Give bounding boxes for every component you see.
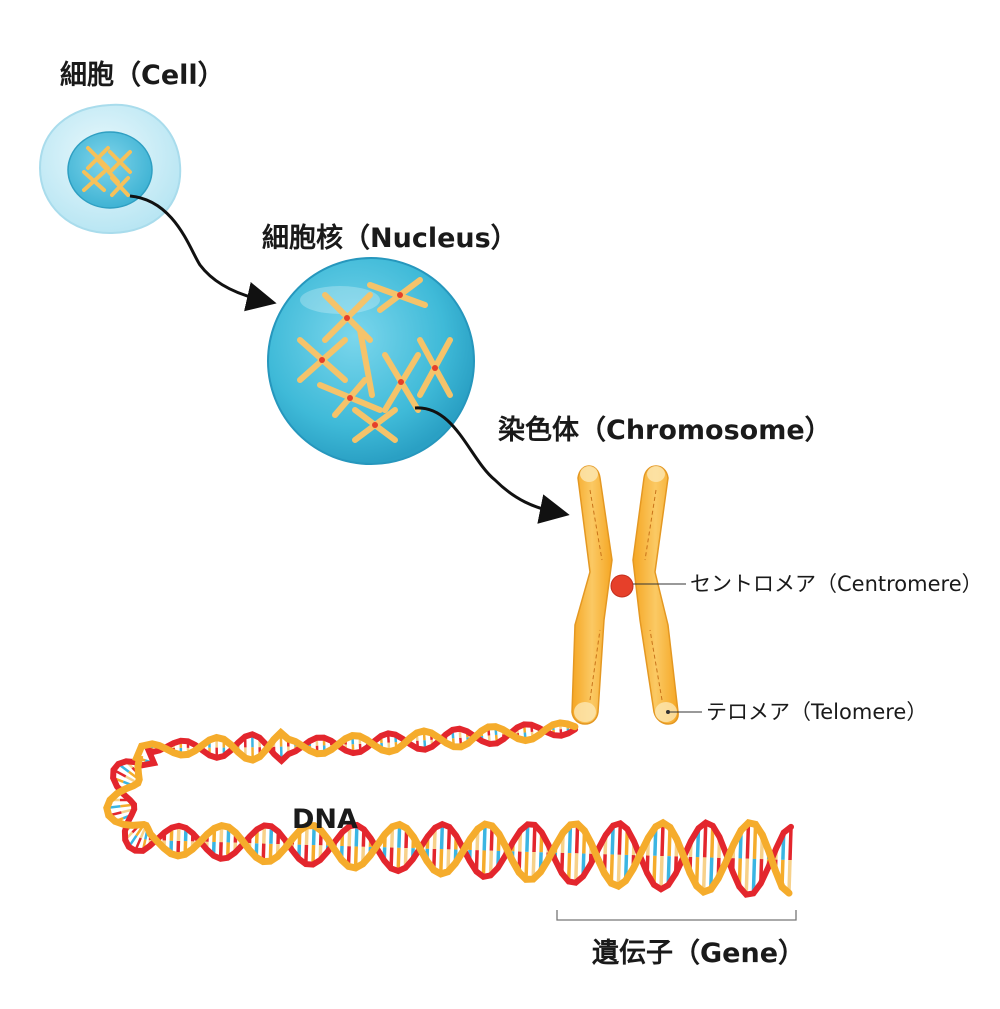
telomere-label: テロメア（Telomere） xyxy=(706,700,928,724)
base-pair-half xyxy=(481,850,486,877)
base-pair-half xyxy=(573,853,579,883)
base-pair-half xyxy=(439,849,444,875)
dna-strand-orange xyxy=(103,719,793,897)
centromere-label: セントロメア（Centromere） xyxy=(690,572,983,596)
chromosome-label: 染色体（Chromosome） xyxy=(498,415,832,446)
base-pair-half xyxy=(525,824,530,852)
base-pair-half xyxy=(616,854,622,887)
telomere-bottom-left xyxy=(574,702,596,722)
base-pair-half xyxy=(751,858,757,894)
cell-chromosomes xyxy=(82,146,132,197)
base-pair-half xyxy=(574,823,580,854)
arrow-cell-to-nucleus xyxy=(129,194,277,312)
base-pair-half xyxy=(701,857,707,893)
gene-bracket xyxy=(556,910,797,921)
base-pair-half xyxy=(396,847,401,872)
telomere-top-left xyxy=(580,466,598,482)
chromosome-right-arm xyxy=(632,465,679,725)
cell-label: 細胞（Cell） xyxy=(60,60,225,91)
arrow-nucleus-to-chromosome xyxy=(414,406,570,524)
base-pair-half xyxy=(744,858,750,895)
base-pair-half xyxy=(788,826,793,861)
base-pair-half xyxy=(745,822,751,859)
base-pair-half xyxy=(702,822,708,858)
nucleus-label: 細胞核（Nucleus） xyxy=(262,223,518,254)
base-pair-half xyxy=(566,853,572,882)
base-pair-half xyxy=(787,859,792,894)
base-pair-half xyxy=(660,822,665,857)
telomere-top-right xyxy=(647,466,665,482)
base-pair-half xyxy=(439,824,445,850)
gene-label: 遺伝子（Gene） xyxy=(592,938,806,969)
base-pair-half xyxy=(617,823,623,855)
base-pair-half xyxy=(482,824,487,851)
chromosome-illustration xyxy=(571,465,702,725)
base-pair-half xyxy=(659,855,664,890)
base-pair-half xyxy=(532,824,537,853)
cell-illustration xyxy=(38,103,182,235)
dna-label: DNA xyxy=(292,804,358,835)
dna-helix xyxy=(103,719,794,898)
base-pair-half xyxy=(354,824,359,847)
nucleus-sphere xyxy=(267,257,475,465)
centromere-dot xyxy=(610,574,634,598)
nucleus-illustration xyxy=(267,257,475,465)
